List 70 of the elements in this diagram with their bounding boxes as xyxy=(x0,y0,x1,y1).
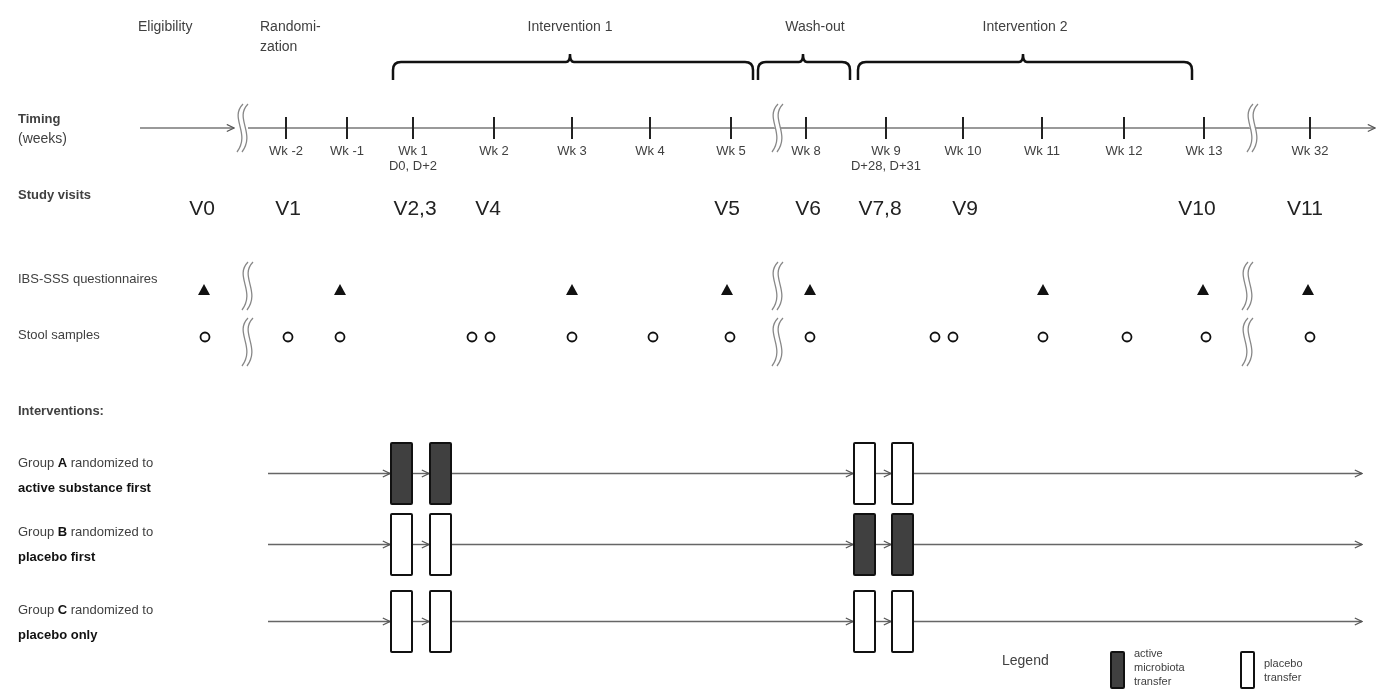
visit-label: V4 xyxy=(475,195,501,221)
transfer-bar xyxy=(390,513,413,576)
visit-label: V6 xyxy=(795,195,821,221)
transfer-bar xyxy=(853,590,876,653)
arrow xyxy=(267,540,391,549)
arrow xyxy=(451,617,854,626)
transfer-bar xyxy=(853,513,876,576)
week-label: Wk 13 xyxy=(1185,142,1223,160)
week-label: D+28, D+31 xyxy=(850,157,922,175)
arrow xyxy=(913,540,1363,549)
transfer-bar xyxy=(429,513,452,576)
week-label: Wk 5 xyxy=(716,142,746,160)
text-label: Eligibility xyxy=(138,17,193,36)
legend-text: active microbiota transfer xyxy=(1134,647,1186,689)
arrow xyxy=(451,469,854,478)
week-label: Wk 9 xyxy=(871,142,901,160)
visit-label: V1 xyxy=(275,195,301,221)
text-label: Study visits xyxy=(18,186,91,204)
transfer-bar xyxy=(390,590,413,653)
text-label: Stool samples xyxy=(18,326,100,344)
visit-label: V9 xyxy=(952,195,978,221)
visit-label: V10 xyxy=(1178,195,1216,221)
arrow xyxy=(267,617,391,626)
text-label: Intervention 1 xyxy=(527,17,613,36)
group-description: Group B randomized to placebo first xyxy=(18,523,155,566)
week-label: Wk 1 xyxy=(398,142,428,160)
arrow xyxy=(913,617,1363,626)
visit-label: V2,3 xyxy=(393,195,437,221)
visit-label: V0 xyxy=(189,195,215,221)
arrow xyxy=(412,469,430,478)
transfer-bar xyxy=(891,590,914,653)
arrow xyxy=(875,469,892,478)
visit-label: V11 xyxy=(1287,195,1323,221)
text-label: IBS-SSS questionnaires xyxy=(18,270,158,288)
arrow xyxy=(451,540,854,549)
week-label: Wk -2 xyxy=(269,142,303,160)
week-label: Wk 11 xyxy=(1024,142,1060,160)
week-label: Wk -1 xyxy=(330,142,364,160)
visit-label: V7,8 xyxy=(858,195,902,221)
week-label: Wk 3 xyxy=(557,142,587,160)
arrow xyxy=(913,469,1363,478)
transfer-bar xyxy=(429,442,452,505)
transfer-bar xyxy=(390,442,413,505)
arrow xyxy=(412,540,430,549)
text-label: Group C randomized to placebo only xyxy=(18,601,155,644)
transfer-bar xyxy=(853,442,876,505)
text-label: Intervention 2 xyxy=(982,17,1068,36)
week-label: Wk 4 xyxy=(635,142,665,160)
week-label: Wk 32 xyxy=(1291,142,1329,160)
week-label: Wk 2 xyxy=(479,142,509,160)
week-label: D0, D+2 xyxy=(388,157,438,175)
text-label: Wash-out xyxy=(785,17,845,36)
week-label: Wk 8 xyxy=(791,142,821,160)
legend-text: placebo transfer xyxy=(1264,657,1304,685)
transfer-bar xyxy=(891,442,914,505)
arrow xyxy=(412,617,430,626)
week-label: Wk 12 xyxy=(1105,142,1143,160)
text-label: Timing xyxy=(18,110,61,128)
arrow xyxy=(875,617,892,626)
group-description: Group A randomized to active substance first xyxy=(18,454,155,497)
group-description: Interventions: xyxy=(18,402,104,420)
text-label: Legend xyxy=(1002,651,1049,670)
visit-label: V5 xyxy=(714,195,740,221)
transfer-bar xyxy=(429,590,452,653)
text-label: (weeks) xyxy=(18,129,67,148)
arrow xyxy=(875,540,892,549)
transfer-bar xyxy=(891,513,914,576)
week-label: Wk 10 xyxy=(944,142,982,160)
text-label: Randomi- zation xyxy=(260,17,322,57)
arrow xyxy=(267,469,391,478)
